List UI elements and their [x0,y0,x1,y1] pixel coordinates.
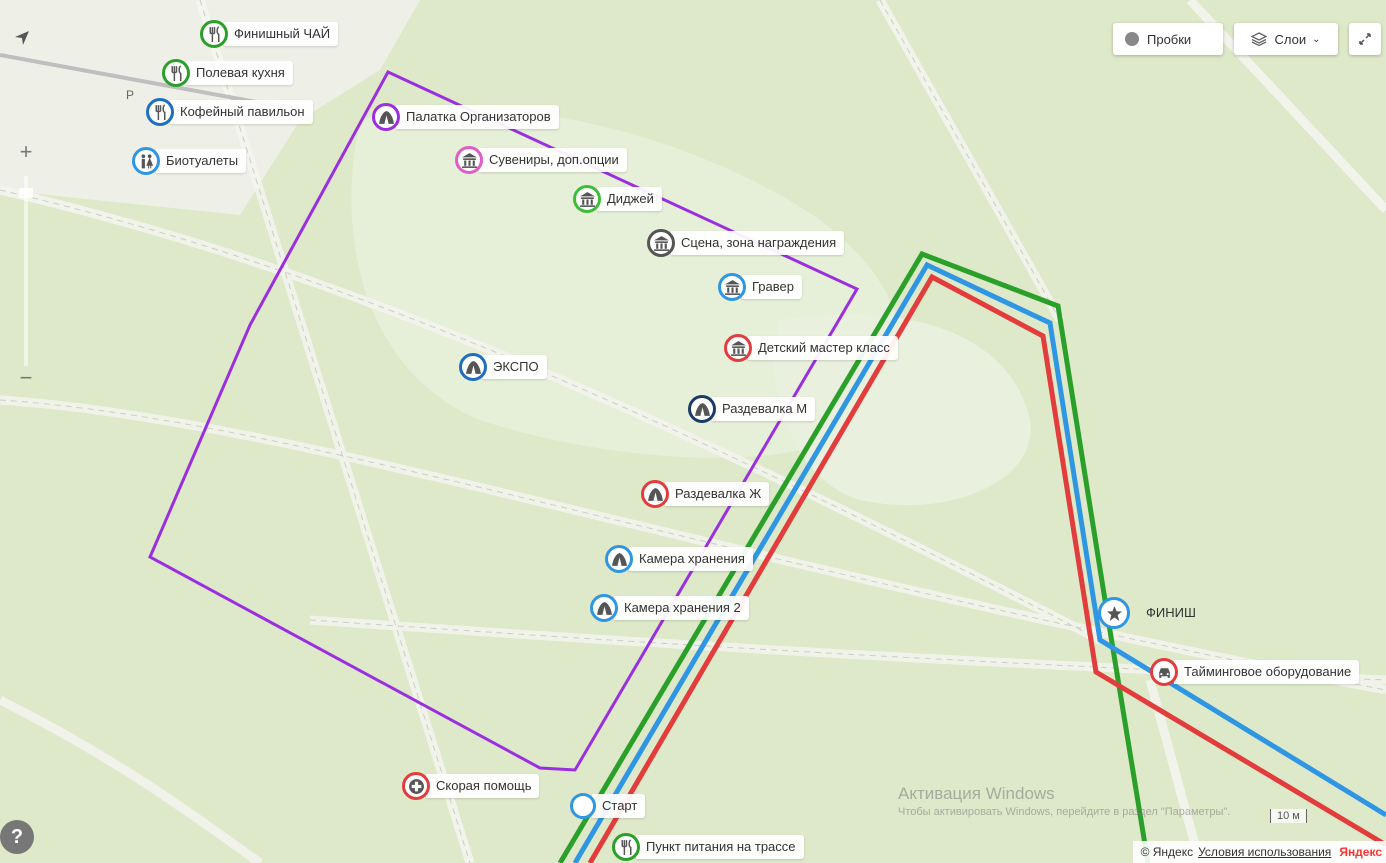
terms-link[interactable]: Условия использования [1198,845,1332,859]
marker-label: Пункт питания на трассе [636,835,804,859]
windows-activation-watermark: Активация Windows Чтобы активировать Win… [898,784,1230,818]
marker-organizers-tent[interactable]: Палатка Организаторов [372,102,559,132]
traffic-button[interactable]: Пробки [1113,23,1223,55]
expand-icon [1359,33,1371,45]
marker-label: Диджей [597,187,662,211]
yandex-logo: Яндекс [1339,845,1382,859]
zoom-in-button[interactable]: + [19,139,33,164]
watermark-subtitle: Чтобы активировать Windows, перейдите в … [898,806,1231,818]
marker-label: ЭКСПО [483,355,547,379]
marker-field-kitchen[interactable]: Полевая кухня [162,58,293,88]
help-button[interactable]: ? [0,820,34,854]
marker-label: Раздевалка Ж [665,482,770,506]
building-icon [573,185,601,213]
event-zone-outline [148,70,860,772]
marker-label: Тайминговое оборудование [1174,660,1360,684]
copyright-text: © Яндекс [1140,845,1194,859]
zoom-slider-handle[interactable] [19,188,33,198]
marker-label: Старт [592,794,646,818]
top-cut-text [430,0,790,12]
fork-knife-icon [612,833,640,861]
traffic-label: Пробки [1147,31,1192,47]
marker-label: Палатка Организаторов [396,105,559,129]
locate-button[interactable] [8,25,36,51]
building-icon [455,146,483,174]
copyright-bar: © Яндекс Условия использования Яндекс [1132,841,1386,863]
marker-kids-class[interactable]: Детский мастер класс [724,333,898,363]
building-icon [718,273,746,301]
star-icon [1098,597,1130,629]
parking-label: P [126,88,135,102]
marker-food-point[interactable]: Пункт питания на трассе [612,832,804,862]
question-mark-icon: ? [10,825,24,848]
marker-dj[interactable]: Диджей [573,184,662,214]
medical-cross-icon [402,772,430,800]
layers-label: Слои [1274,31,1307,47]
marker-label: Полевая кухня [186,61,293,85]
route-red [587,273,1386,863]
marker-ambulance[interactable]: Скорая помощь [402,771,540,801]
fork-knife-icon [162,59,190,87]
marker-start[interactable]: Старт [570,791,646,821]
fullscreen-button[interactable] [1349,23,1381,55]
marker-biotoilets[interactable]: Биотуалеты [132,146,247,176]
marker-souvenirs[interactable]: Сувениры, доп.опции [455,145,627,175]
marker-coffee-pavilion[interactable]: Кофейный павильон [146,97,313,127]
traffic-icon [1125,32,1139,46]
marker-expo[interactable]: ЭКСПО [459,352,547,382]
marker-changing-w[interactable]: Раздевалка Ж [641,479,770,509]
marker-label: Сувениры, доп.опции [479,148,627,172]
marker-label: Финишный ЧАЙ [224,22,339,46]
zoom-out-button[interactable]: − [19,365,33,390]
chevron-down-icon: ⌄ [1312,33,1321,45]
layers-button[interactable]: Слои ⌄ [1234,23,1338,55]
marker-stage[interactable]: Сцена, зона награждения [647,228,845,258]
marker-label: Гравер [742,275,802,299]
marker-label: Камера хранения 2 [614,596,749,620]
marker-timing[interactable]: Тайминговое оборудование [1150,657,1360,687]
navigation-arrow-icon [15,31,29,45]
scale-bar: 10 м [1270,809,1307,823]
marker-finish[interactable]: ФИНИШ [1098,597,1204,629]
marker-label: Сцена, зона награждения [671,231,845,255]
building-icon [647,229,675,257]
marker-label: Биотуалеты [156,149,247,173]
fork-knife-icon [200,20,228,48]
tent-icon [459,353,487,381]
building-icon [724,334,752,362]
restroom-icon [132,147,160,175]
tent-icon [641,480,669,508]
marker-engraver[interactable]: Гравер [718,272,802,302]
scale-label: 10 м [1270,809,1307,823]
zoom-control: + − [14,139,38,400]
marker-label: Камера хранения [629,547,753,571]
marker-finish-tea[interactable]: Финишный ЧАЙ [200,19,339,49]
tent-icon [688,395,716,423]
marker-storage[interactable]: Камера хранения [605,544,753,574]
marker-storage-2[interactable]: Камера хранения 2 [590,593,749,623]
marker-label: ФИНИШ [1146,605,1196,620]
route-blue [572,261,1386,863]
layers-icon [1251,32,1268,46]
tent-icon [605,545,633,573]
marker-label: Кофейный павильон [170,100,313,124]
pin-icon [570,793,596,819]
marker-label: Раздевалка М [712,397,816,421]
tent-icon [590,594,618,622]
marker-label: Детский мастер класс [748,336,898,360]
watermark-title: Активация Windows [898,784,1055,803]
fork-knife-icon [146,98,174,126]
marker-label: Скорая помощь [426,774,540,798]
tent-icon [372,103,400,131]
car-icon [1150,658,1178,686]
marker-changing-m[interactable]: Раздевалка М [688,394,816,424]
zoom-slider-track[interactable] [24,176,28,366]
